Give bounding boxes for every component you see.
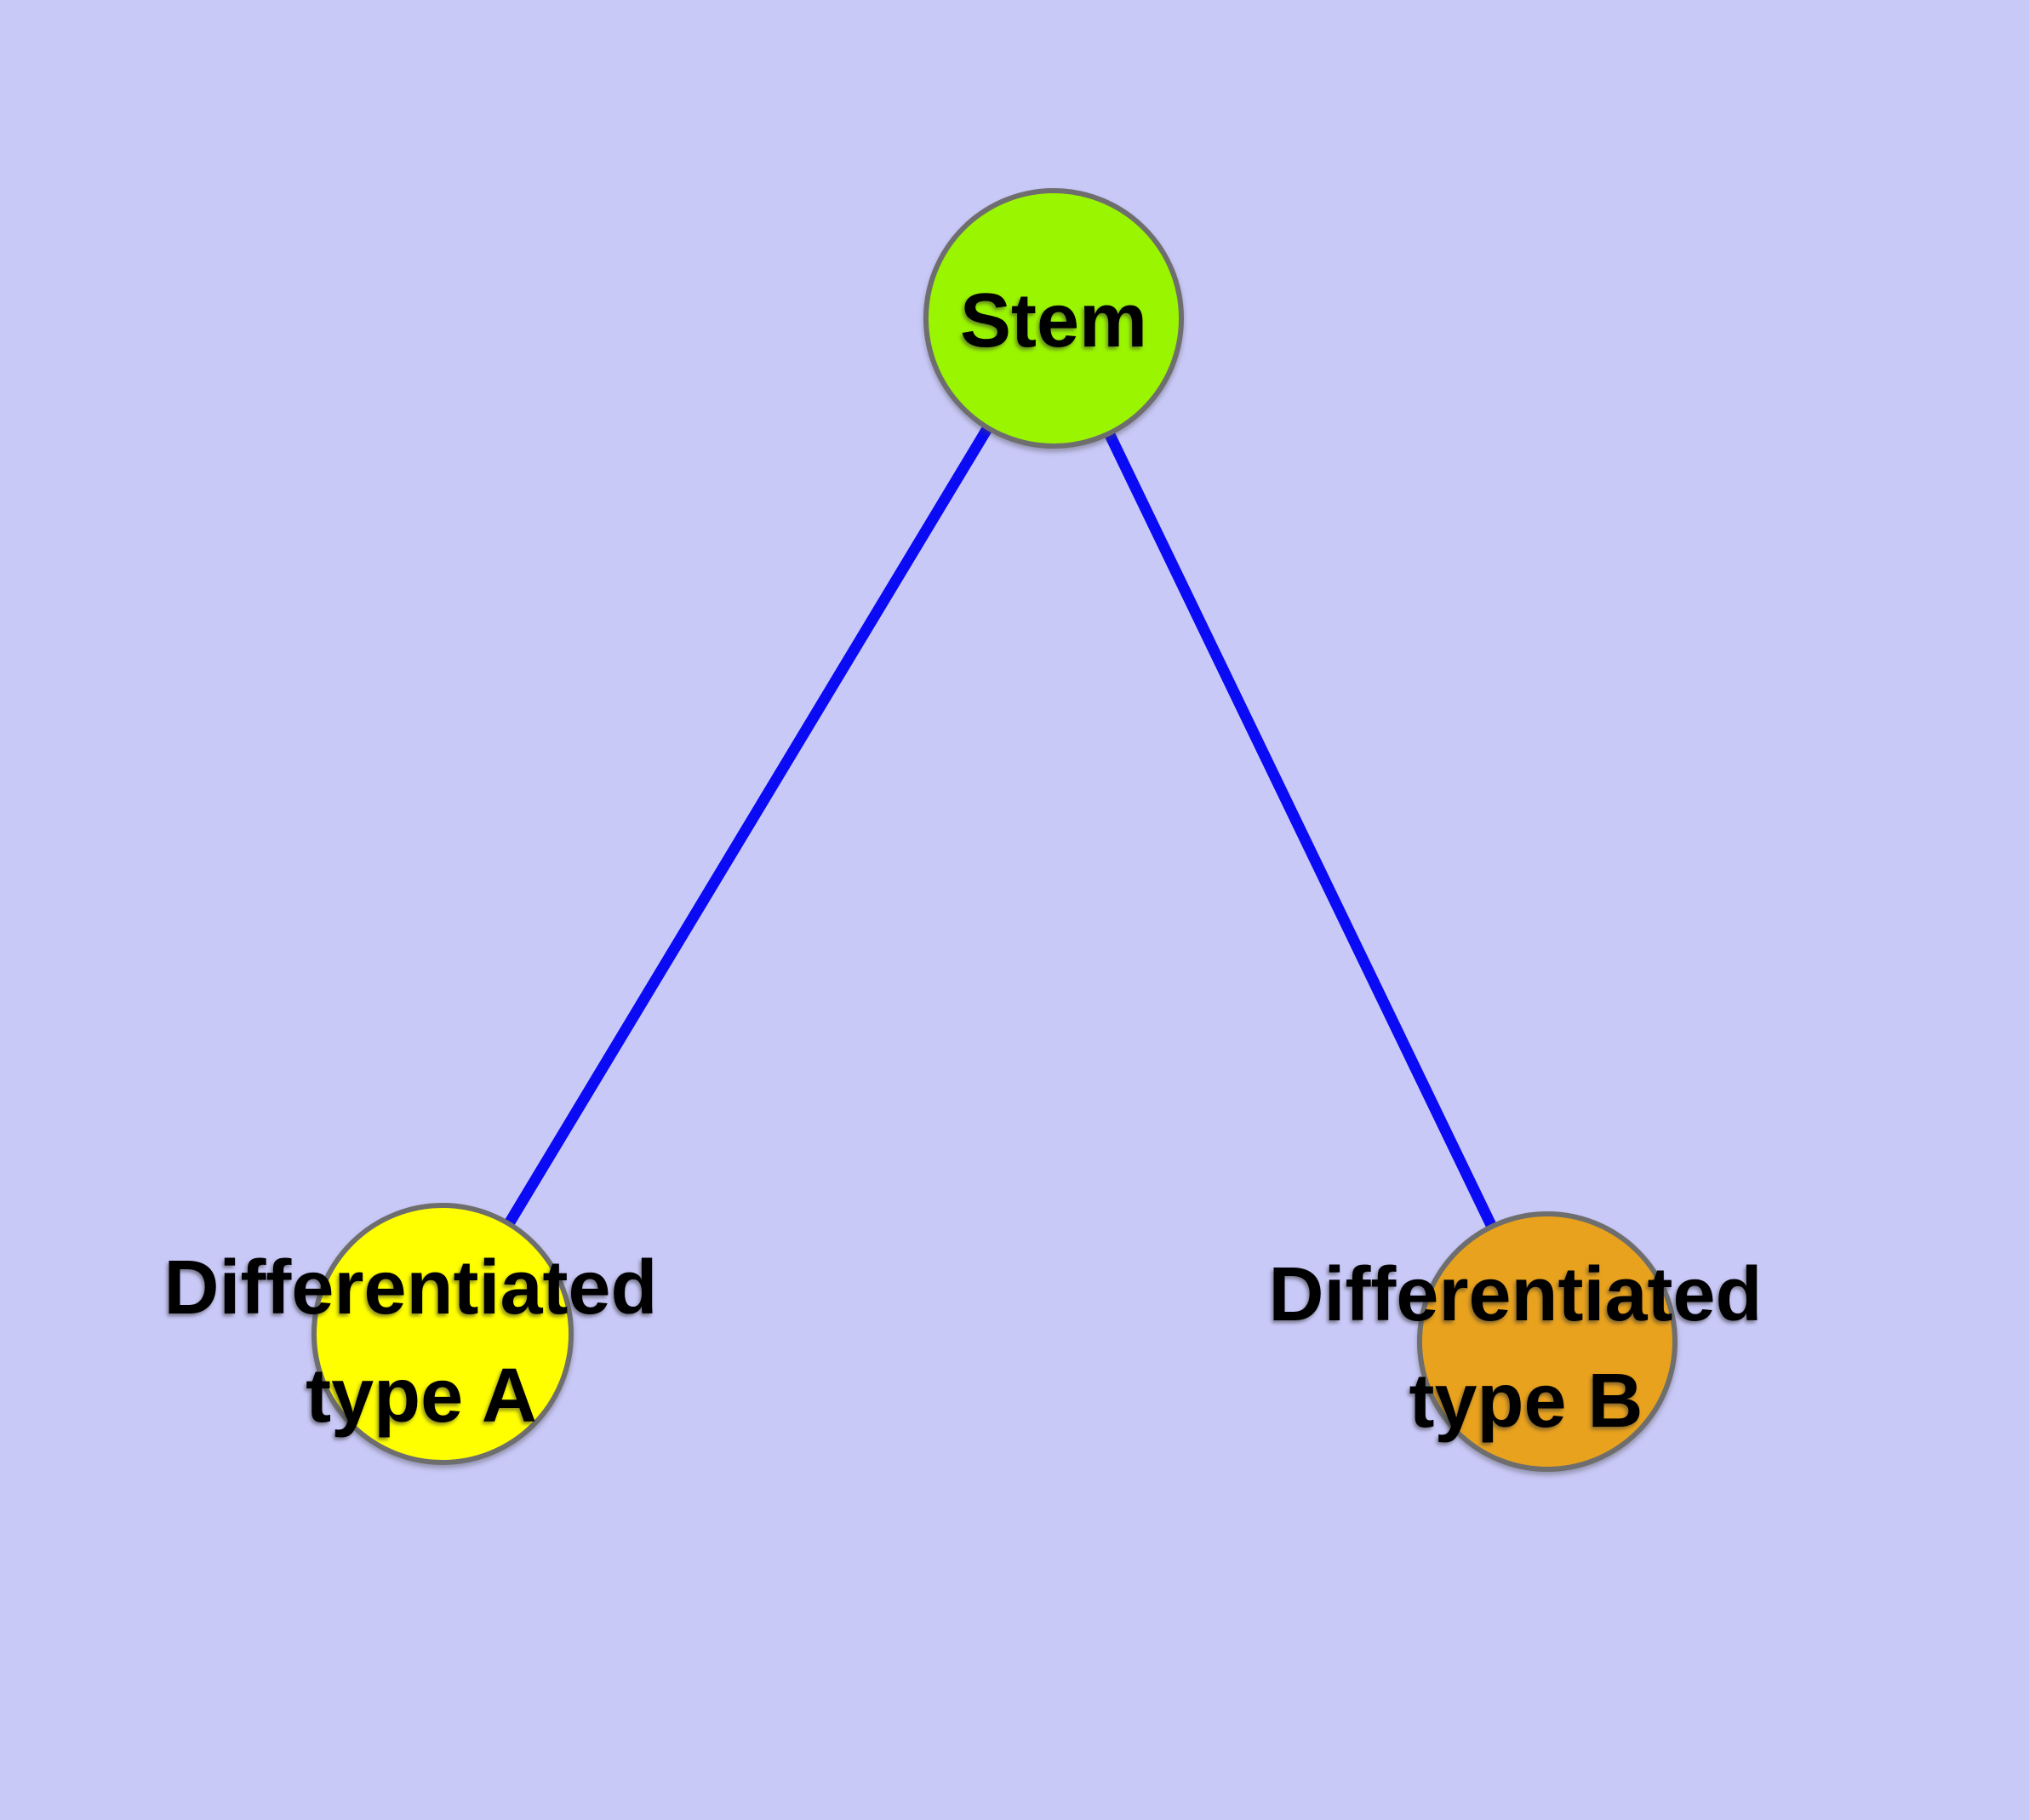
edge-stem-to-type-a bbox=[437, 312, 1060, 1340]
node-type-a-label: Differentiated type A bbox=[163, 1245, 678, 1439]
node-type-a-circle bbox=[311, 1203, 574, 1465]
edge-stem-to-type-b bbox=[1048, 312, 1553, 1348]
node-stem-circle bbox=[923, 188, 1184, 449]
node-stem-label: Stem bbox=[960, 278, 1147, 363]
node-type-b-label-line1: Differentiated bbox=[1268, 1252, 1762, 1337]
node-type-a-label-line1: Differentiated bbox=[163, 1245, 657, 1331]
node-type-b-label: Differentiated type B bbox=[1268, 1252, 1783, 1444]
node-type-b-label-line2: type B bbox=[1409, 1359, 1643, 1444]
node-type-a-label-line2: type A bbox=[306, 1354, 537, 1439]
node-type-b-circle bbox=[1417, 1211, 1677, 1472]
